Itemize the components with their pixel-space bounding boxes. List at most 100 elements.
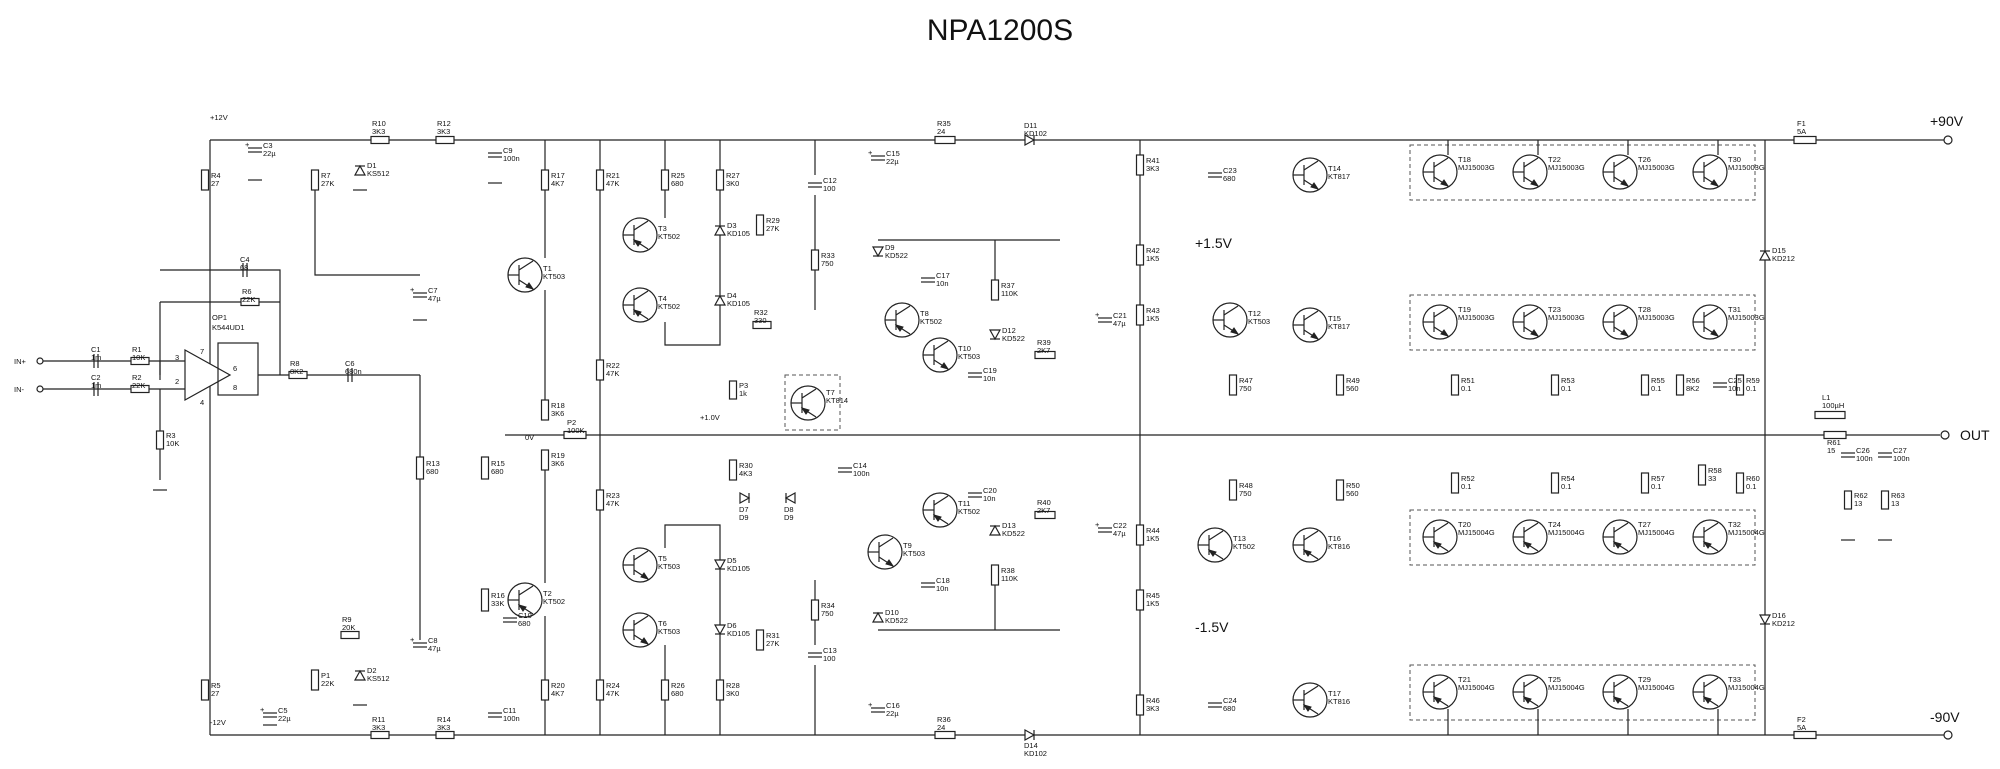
t8-value: KT502 — [920, 317, 942, 326]
c21-ref: C21 — [1113, 311, 1127, 320]
r18-ref: R18 — [551, 401, 565, 410]
r41-ref: R41 — [1146, 156, 1160, 165]
r53-ref: R53 — [1561, 376, 1575, 385]
r35-value: 24 — [937, 127, 945, 136]
resistor-r33 — [810, 249, 820, 271]
capacitor-c9 — [488, 152, 502, 158]
diode-d7 — [739, 491, 751, 505]
diode-d10 — [871, 611, 885, 623]
t2-value: KT502 — [543, 597, 565, 606]
c11-ref: C11 — [503, 706, 516, 715]
r32-value: 330 — [754, 316, 767, 325]
t4-value: KT502 — [658, 302, 680, 311]
r9-ref: R9 — [342, 615, 352, 624]
resistor-r40 — [1034, 510, 1056, 520]
r43-ref: R43 — [1146, 306, 1160, 315]
r60-ref: R60 — [1746, 474, 1760, 483]
c25-value: 10n — [1728, 384, 1741, 393]
d11-ref: D11 — [1024, 121, 1037, 130]
r51-value: 0.1 — [1461, 384, 1471, 393]
r37-ref: R37 — [1001, 281, 1015, 290]
t16-ref: T16 — [1328, 534, 1341, 543]
r53-value: 0.1 — [1561, 384, 1571, 393]
r36-value: 24 — [937, 723, 945, 732]
t16-value: KT816 — [1328, 542, 1350, 551]
diode-d6 — [713, 624, 727, 636]
r21-value: 47K — [606, 179, 619, 188]
p2-ref: P2 — [567, 418, 576, 427]
f2-value: 5A — [1797, 723, 1806, 732]
t28-ref: T28 — [1638, 305, 1651, 314]
resistor-r62 — [1843, 490, 1853, 510]
c6-ref: C6 — [345, 359, 355, 368]
resistor-r42 — [1135, 244, 1145, 266]
resistor-r56 — [1675, 374, 1685, 396]
c5-ref: C5 — [278, 706, 288, 715]
r28-value: 3K0 — [726, 689, 739, 698]
opamp-name: OP1 — [212, 313, 227, 322]
capacitor-c7: + — [410, 285, 427, 298]
c24-ref: C24 — [1223, 696, 1237, 705]
r30-value: 4K3 — [739, 469, 752, 478]
resistor-f1 — [1793, 135, 1817, 145]
c16-ref: C16 — [886, 701, 900, 710]
transistor-t7 — [790, 385, 826, 421]
in-pos-label: IN+ — [14, 357, 27, 366]
output-group-2 — [1409, 294, 1756, 351]
transistor-t24 — [1512, 519, 1548, 555]
transistor-t33 — [1692, 674, 1728, 710]
t24-value: MJ15004G — [1548, 528, 1585, 537]
r2-value: 22K — [132, 381, 145, 390]
transistor-t31 — [1692, 304, 1728, 340]
capacitor-c23 — [1208, 172, 1222, 178]
c2-ref: C2 — [91, 373, 101, 382]
c9-value: 100n — [503, 154, 520, 163]
capacitor-c10 — [503, 617, 517, 623]
c18-value: 10n — [936, 584, 949, 593]
r24-value: 47K — [606, 689, 619, 698]
ground-0v-label: 0V — [525, 433, 534, 442]
transistor-t28 — [1602, 304, 1638, 340]
resistor-r23 — [595, 489, 605, 511]
wires — [43, 139, 1945, 736]
c17-ref: C17 — [936, 271, 950, 280]
svg-text:+: + — [868, 148, 873, 157]
output-group-3 — [1409, 509, 1756, 566]
capacitor-c27 — [1878, 452, 1892, 458]
r19-ref: R19 — [551, 451, 565, 460]
resistor-r25 — [660, 169, 670, 191]
r27-value: 3K0 — [726, 179, 739, 188]
t21-ref: T21 — [1458, 675, 1471, 684]
r22-value: 47K — [606, 369, 619, 378]
t3-ref: T3 — [658, 224, 667, 233]
t14-value: KT817 — [1328, 172, 1350, 181]
diode-d5 — [713, 559, 727, 571]
r10-ref: R10 — [372, 119, 386, 128]
c26-value: 100n — [1856, 454, 1873, 463]
in-neg-label: IN- — [14, 385, 25, 394]
l1-ref: L1 — [1822, 393, 1830, 402]
r48-ref: R48 — [1239, 481, 1253, 490]
transistor-t12 — [1212, 302, 1248, 338]
r28-ref: R28 — [726, 681, 740, 690]
r39-ref: R39 — [1037, 338, 1051, 347]
r52-ref: R52 — [1461, 474, 1475, 483]
r39-value: 2K7 — [1037, 346, 1050, 355]
resistor-r26 — [660, 679, 670, 701]
t22-ref: T22 — [1548, 155, 1561, 164]
resistor-r3 — [155, 430, 165, 450]
r3-value: 10K — [166, 439, 179, 448]
r31-value: 27K — [766, 639, 779, 648]
d12-value: KD522 — [1002, 334, 1025, 343]
capacitor-c13 — [808, 652, 822, 658]
c2-value: 1m — [91, 381, 101, 390]
r38-value: 110K — [1001, 574, 1018, 583]
d2-value: KS512 — [367, 674, 390, 683]
r62-value: 13 — [1854, 499, 1862, 508]
neg-90v-label: -90V — [1930, 709, 1960, 725]
r29-value: 27K — [766, 224, 779, 233]
r55-ref: R55 — [1651, 376, 1665, 385]
r33-ref: R33 — [821, 251, 835, 260]
r26-ref: R26 — [671, 681, 685, 690]
r58-value: 33 — [1708, 474, 1716, 483]
